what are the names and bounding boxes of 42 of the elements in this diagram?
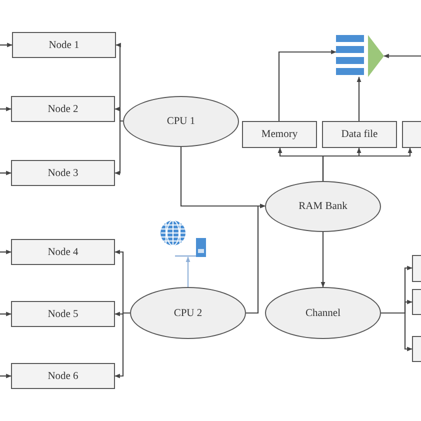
arrow bbox=[186, 256, 190, 287]
arrow bbox=[0, 106, 12, 112]
node-label: CPU 1 bbox=[166, 116, 196, 127]
arrow bbox=[381, 312, 413, 352]
ellipse-node bbox=[123, 96, 239, 147]
node-label: Node 1 bbox=[48, 40, 80, 50]
node-label: RAM Bank bbox=[298, 201, 348, 212]
arrow bbox=[246, 204, 266, 314]
node-label: Node 6 bbox=[48, 370, 78, 382]
process-box bbox=[242, 121, 317, 148]
arrow bbox=[322, 147, 412, 181]
arrow bbox=[0, 42, 13, 48]
process-box bbox=[12, 32, 116, 58]
process-box bbox=[412, 336, 421, 362]
arrow bbox=[383, 54, 421, 58]
process-box bbox=[412, 289, 421, 315]
node-label: Memory bbox=[261, 129, 298, 140]
process-box bbox=[412, 255, 421, 282]
arrow bbox=[114, 106, 123, 122]
arrow bbox=[278, 50, 337, 121]
arrow bbox=[320, 232, 326, 288]
process-box bbox=[402, 121, 421, 148]
node-label: Node 4 bbox=[48, 246, 78, 258]
node-label: Node 5 bbox=[48, 308, 78, 320]
node-label: Channel bbox=[306, 308, 340, 318]
arrow bbox=[356, 76, 362, 121]
arrow bbox=[0, 312, 12, 316]
process-box bbox=[11, 363, 115, 389]
process-box bbox=[11, 160, 115, 186]
arrow bbox=[0, 374, 12, 378]
arrow bbox=[114, 312, 130, 378]
node-label: Node 3 bbox=[48, 168, 78, 178]
process-box bbox=[11, 239, 115, 265]
process-box bbox=[11, 301, 115, 327]
process-box bbox=[322, 121, 397, 148]
node-label: Data file bbox=[341, 129, 378, 140]
node-label: Node 2 bbox=[48, 104, 78, 114]
arrow bbox=[114, 120, 123, 176]
process-box bbox=[11, 96, 115, 122]
arrow bbox=[0, 170, 12, 176]
node-label: CPU 2 bbox=[174, 308, 202, 318]
arrow bbox=[0, 250, 12, 254]
